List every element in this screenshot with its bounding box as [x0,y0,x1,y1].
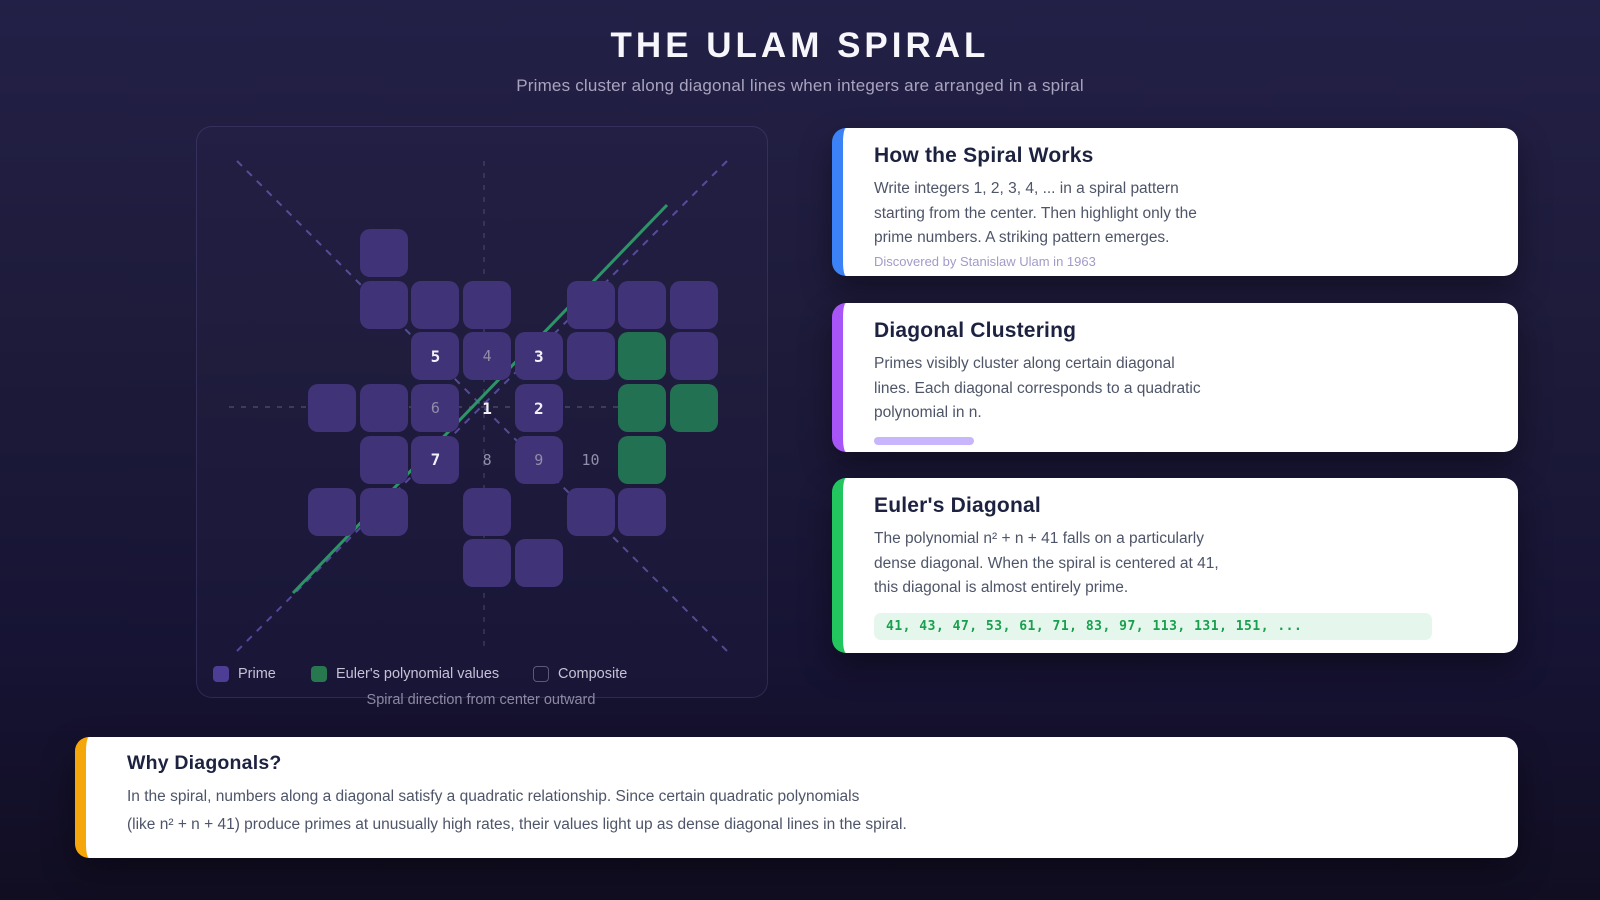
spiral-cell [669,384,718,433]
spiral-cell [463,539,512,588]
euler-swatch-icon [311,666,327,682]
spiral-cell [359,435,408,484]
diagonal-highlight-bar [874,436,974,445]
spiral-cell [463,280,512,329]
card-body-line: lines. Each diagonal corresponds to a qu… [874,379,1201,397]
spiral-caption: Spiral direction from center outward [366,692,596,708]
spiral-cell [411,280,460,329]
card-body-line: polynomial in n. [874,404,982,421]
spiral-cell [308,384,356,433]
card-footnote: Discovered by Stanislaw Ulam in 1963 [874,253,1096,269]
spiral-cell [618,487,667,536]
why-diagonals-body: In the spiral, numbers along a diagonal … [127,783,1490,839]
legend-item-composite: Composite [533,665,627,683]
spiral-cell [359,280,408,329]
legend-label: Composite [558,666,628,682]
spiral-cell-2: 2 [514,384,563,433]
page-title: THE ULAM SPIRAL [610,26,990,65]
spiral-cell-6: 6 [411,384,460,433]
card-title: How the Spiral Works [874,144,1094,167]
spiral-cell-9: 9 [514,435,563,484]
card-body-line: dense diagonal. When the spiral is cente… [874,554,1219,572]
spiral-cell-1: 1 [482,398,492,418]
spiral-cell [359,229,408,277]
spiral-cell-4: 4 [463,332,512,381]
spiral-cell-8: 8 [482,450,492,469]
legend-item-prime: Prime [213,665,276,683]
card-title: Diagonal Clustering [874,319,1077,342]
spiral-cell-3: 3 [514,332,563,381]
why-diagonals-title: Why Diagonals? [127,752,282,774]
anti-diagonal-guide-line [236,160,728,652]
spiral-cell [566,332,615,381]
card-body-line: Write integers 1, 2, 3, 4, ... in a spir… [874,180,1179,197]
card-body-line: starting from the center. Then highlight… [874,204,1197,222]
legend-label: Prime [238,666,276,682]
spiral-cell-10: 10 [581,450,600,469]
legend-item-euler: Euler's polynomial values [311,665,499,683]
why-diagonals-line: In the spiral, numbers along a diagonal … [127,788,860,805]
card-body-line: Primes visibly cluster along certain dia… [874,355,1175,372]
spiral-cell [359,487,408,536]
why-diagonals-line: (like n² + n + 41) produce primes at unu… [127,816,907,833]
card-body-line: prime numbers. A striking pattern emerge… [874,229,1170,246]
spiral-cell [669,280,718,329]
spiral-cell [566,280,615,329]
spiral-cell [359,384,408,433]
composite-swatch-icon [533,666,549,682]
spiral-cell [618,332,667,381]
spiral-cell [618,384,667,433]
card-title: Euler's Diagonal [874,494,1041,517]
spiral-cell [618,280,667,329]
diagonal-guide-line [236,160,728,652]
why-diagonals-card: Why Diagonals? In the spiral, numbers al… [75,737,1518,858]
spiral-cell [669,332,718,381]
page-subtitle: Primes cluster along diagonal lines when… [516,76,1084,95]
prime-swatch-icon [213,666,229,682]
legend-label: Euler's polynomial values [336,666,500,682]
card-body-line: this diagonal is almost entirely prime. [874,579,1129,596]
spiral-cell [566,487,615,536]
spiral-cell-5: 5 [411,332,460,381]
spiral-cell [618,435,667,484]
spiral-cell-7: 7 [411,435,460,484]
header: THE ULAM SPIRAL Primes cluster along dia… [0,0,1600,96]
spiral-cell [514,539,563,588]
euler-primes-code-block: 41, 43, 47, 53, 61, 71, 83, 97, 113, 131… [874,612,1432,640]
card-body-line: The polynomial n² + n + 41 falls on a pa… [874,530,1204,547]
spiral-cell [308,487,356,536]
spiral-cell [463,487,512,536]
